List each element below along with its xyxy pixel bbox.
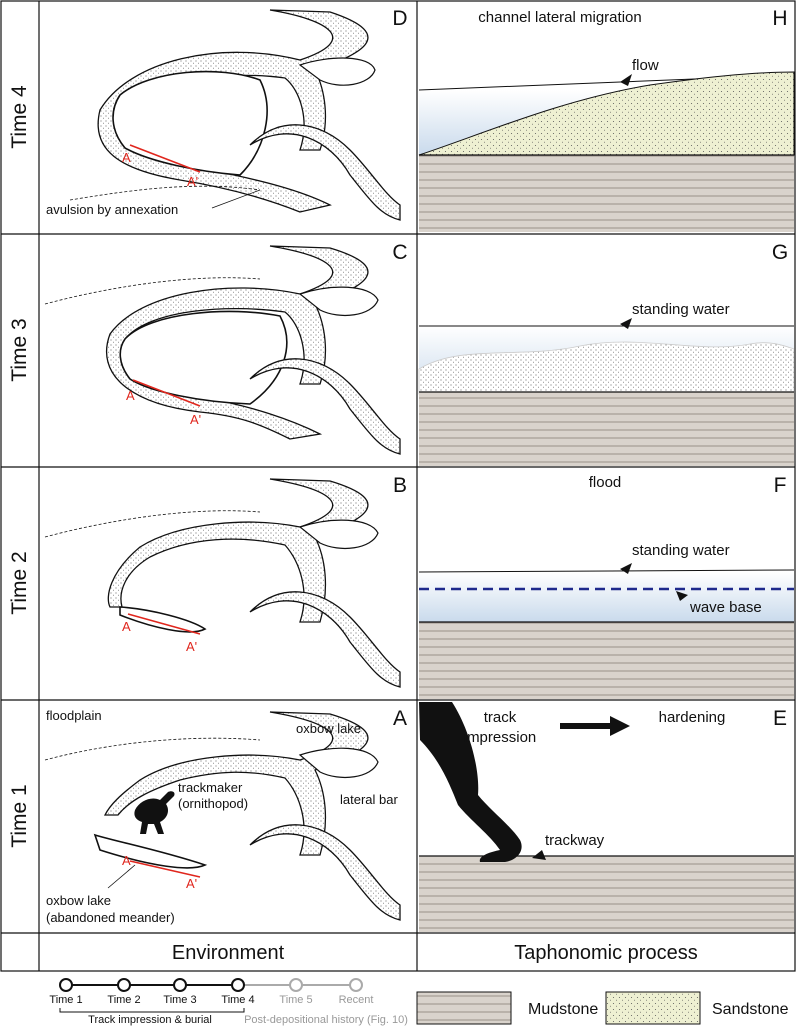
row-label-time1: Time 1 <box>8 784 31 847</box>
timeline-node-1 <box>59 978 73 992</box>
section-a-prime-d: A' <box>187 174 198 189</box>
section-panel-f: flood standing water wave base <box>418 474 795 699</box>
panel-letter-a: A <box>393 707 407 730</box>
legend-label-mudstone: Mudstone <box>528 1001 598 1018</box>
panel-letter-g: G <box>772 241 788 264</box>
timeline-stage-3: Time 3 <box>163 994 196 1006</box>
legend-swatch-sandstone <box>605 991 701 1025</box>
annotation-track-1: track <box>484 709 517 726</box>
timeline-node-6 <box>349 978 363 992</box>
section-panel-e: track impression hardening trackway <box>419 702 794 932</box>
section-panel-h: channel lateral migration flow <box>418 9 795 232</box>
annotation-flow: flow <box>632 57 659 74</box>
dinosaur-leg-silhouette <box>419 702 522 862</box>
panel-letter-d: D <box>392 7 407 30</box>
map-panel-a: A A' floodplain oxbow lake trackmaker (o… <box>44 708 401 925</box>
section-a-b: A <box>122 619 131 634</box>
panel-letter-f: F <box>774 474 787 497</box>
timeline-stage-5: Time 5 <box>279 994 312 1006</box>
section-a-c: A <box>126 388 135 403</box>
section-a-prime-c: A' <box>190 412 201 427</box>
map-panel-d: A A' avulsion by annexation <box>46 9 401 221</box>
timeline-node-2 <box>117 978 131 992</box>
annotation-track-2: impression <box>464 729 537 746</box>
legend: Mudstone Sandstone <box>416 991 789 1025</box>
section-panel-g: standing water <box>418 301 795 466</box>
timeline-node-3 <box>173 978 187 992</box>
panel-letter-b: B <box>393 474 407 497</box>
timeline-stage-1: Time 1 <box>49 994 82 1006</box>
row-label-time4: Time 4 <box>8 85 31 149</box>
timeline-stage-6: Recent <box>339 994 374 1006</box>
row-label-time3: Time 3 <box>8 318 31 381</box>
footer-taphonomic: Taphonomic process <box>514 942 697 964</box>
panel-letter-e: E <box>773 707 787 730</box>
annotation-lateral-bar: lateral bar <box>340 792 398 807</box>
timeline-node-4 <box>231 978 245 992</box>
legend-swatch-mudstone <box>416 991 512 1025</box>
annotation-flood: flood <box>589 474 622 491</box>
section-a-d: A <box>122 150 131 165</box>
section-a-a: A <box>122 853 131 868</box>
annotation-trackmaker-1: trackmaker <box>178 780 243 795</box>
annotation-avulsion: avulsion by annexation <box>46 202 178 217</box>
annotation-trackmaker-2: (ornithopod) <box>178 796 248 811</box>
annotation-oxbow-2: (abandoned meander) <box>46 910 175 925</box>
timeline-node-5 <box>289 978 303 992</box>
annotation-floodplain: floodplain <box>46 708 102 723</box>
legend-label-sandstone: Sandstone <box>712 1001 789 1018</box>
panel-letter-c: C <box>392 241 407 264</box>
map-panel-c: A A' <box>44 245 401 455</box>
timeline: Time 1 Time 2 Time 3 Time 4 Time 5 Recen… <box>49 978 408 1026</box>
panel-grid <box>0 0 796 972</box>
annotation-oxbow-top: oxbow lake <box>296 721 361 736</box>
trackmaker-silhouette <box>134 791 175 834</box>
section-a-prime-a: A' <box>186 876 197 891</box>
timeline-bracket-burial: Track impression & burial <box>88 1014 212 1026</box>
annotation-oxbow-1: oxbow lake <box>46 893 111 908</box>
section-a-prime-b: A' <box>186 639 197 654</box>
annotation-standing-water-g: standing water <box>632 301 730 318</box>
panel-letter-h: H <box>772 7 787 30</box>
row-label-time2: Time 2 <box>8 551 31 614</box>
timeline-bracket-post: Post-depositional history (Fig. 10) <box>244 1014 408 1026</box>
annotation-trackway: trackway <box>545 832 605 849</box>
annotation-wave-base: wave base <box>689 599 762 616</box>
annotation-hardening: hardening <box>659 709 726 726</box>
map-panel-b: A A' <box>44 478 401 688</box>
timeline-stage-2: Time 2 <box>107 994 140 1006</box>
footer-environment: Environment <box>172 942 285 964</box>
annotation-channel-migration: channel lateral migration <box>478 9 641 26</box>
timeline-stage-4: Time 4 <box>221 994 254 1006</box>
annotation-standing-water-f: standing water <box>632 542 730 559</box>
